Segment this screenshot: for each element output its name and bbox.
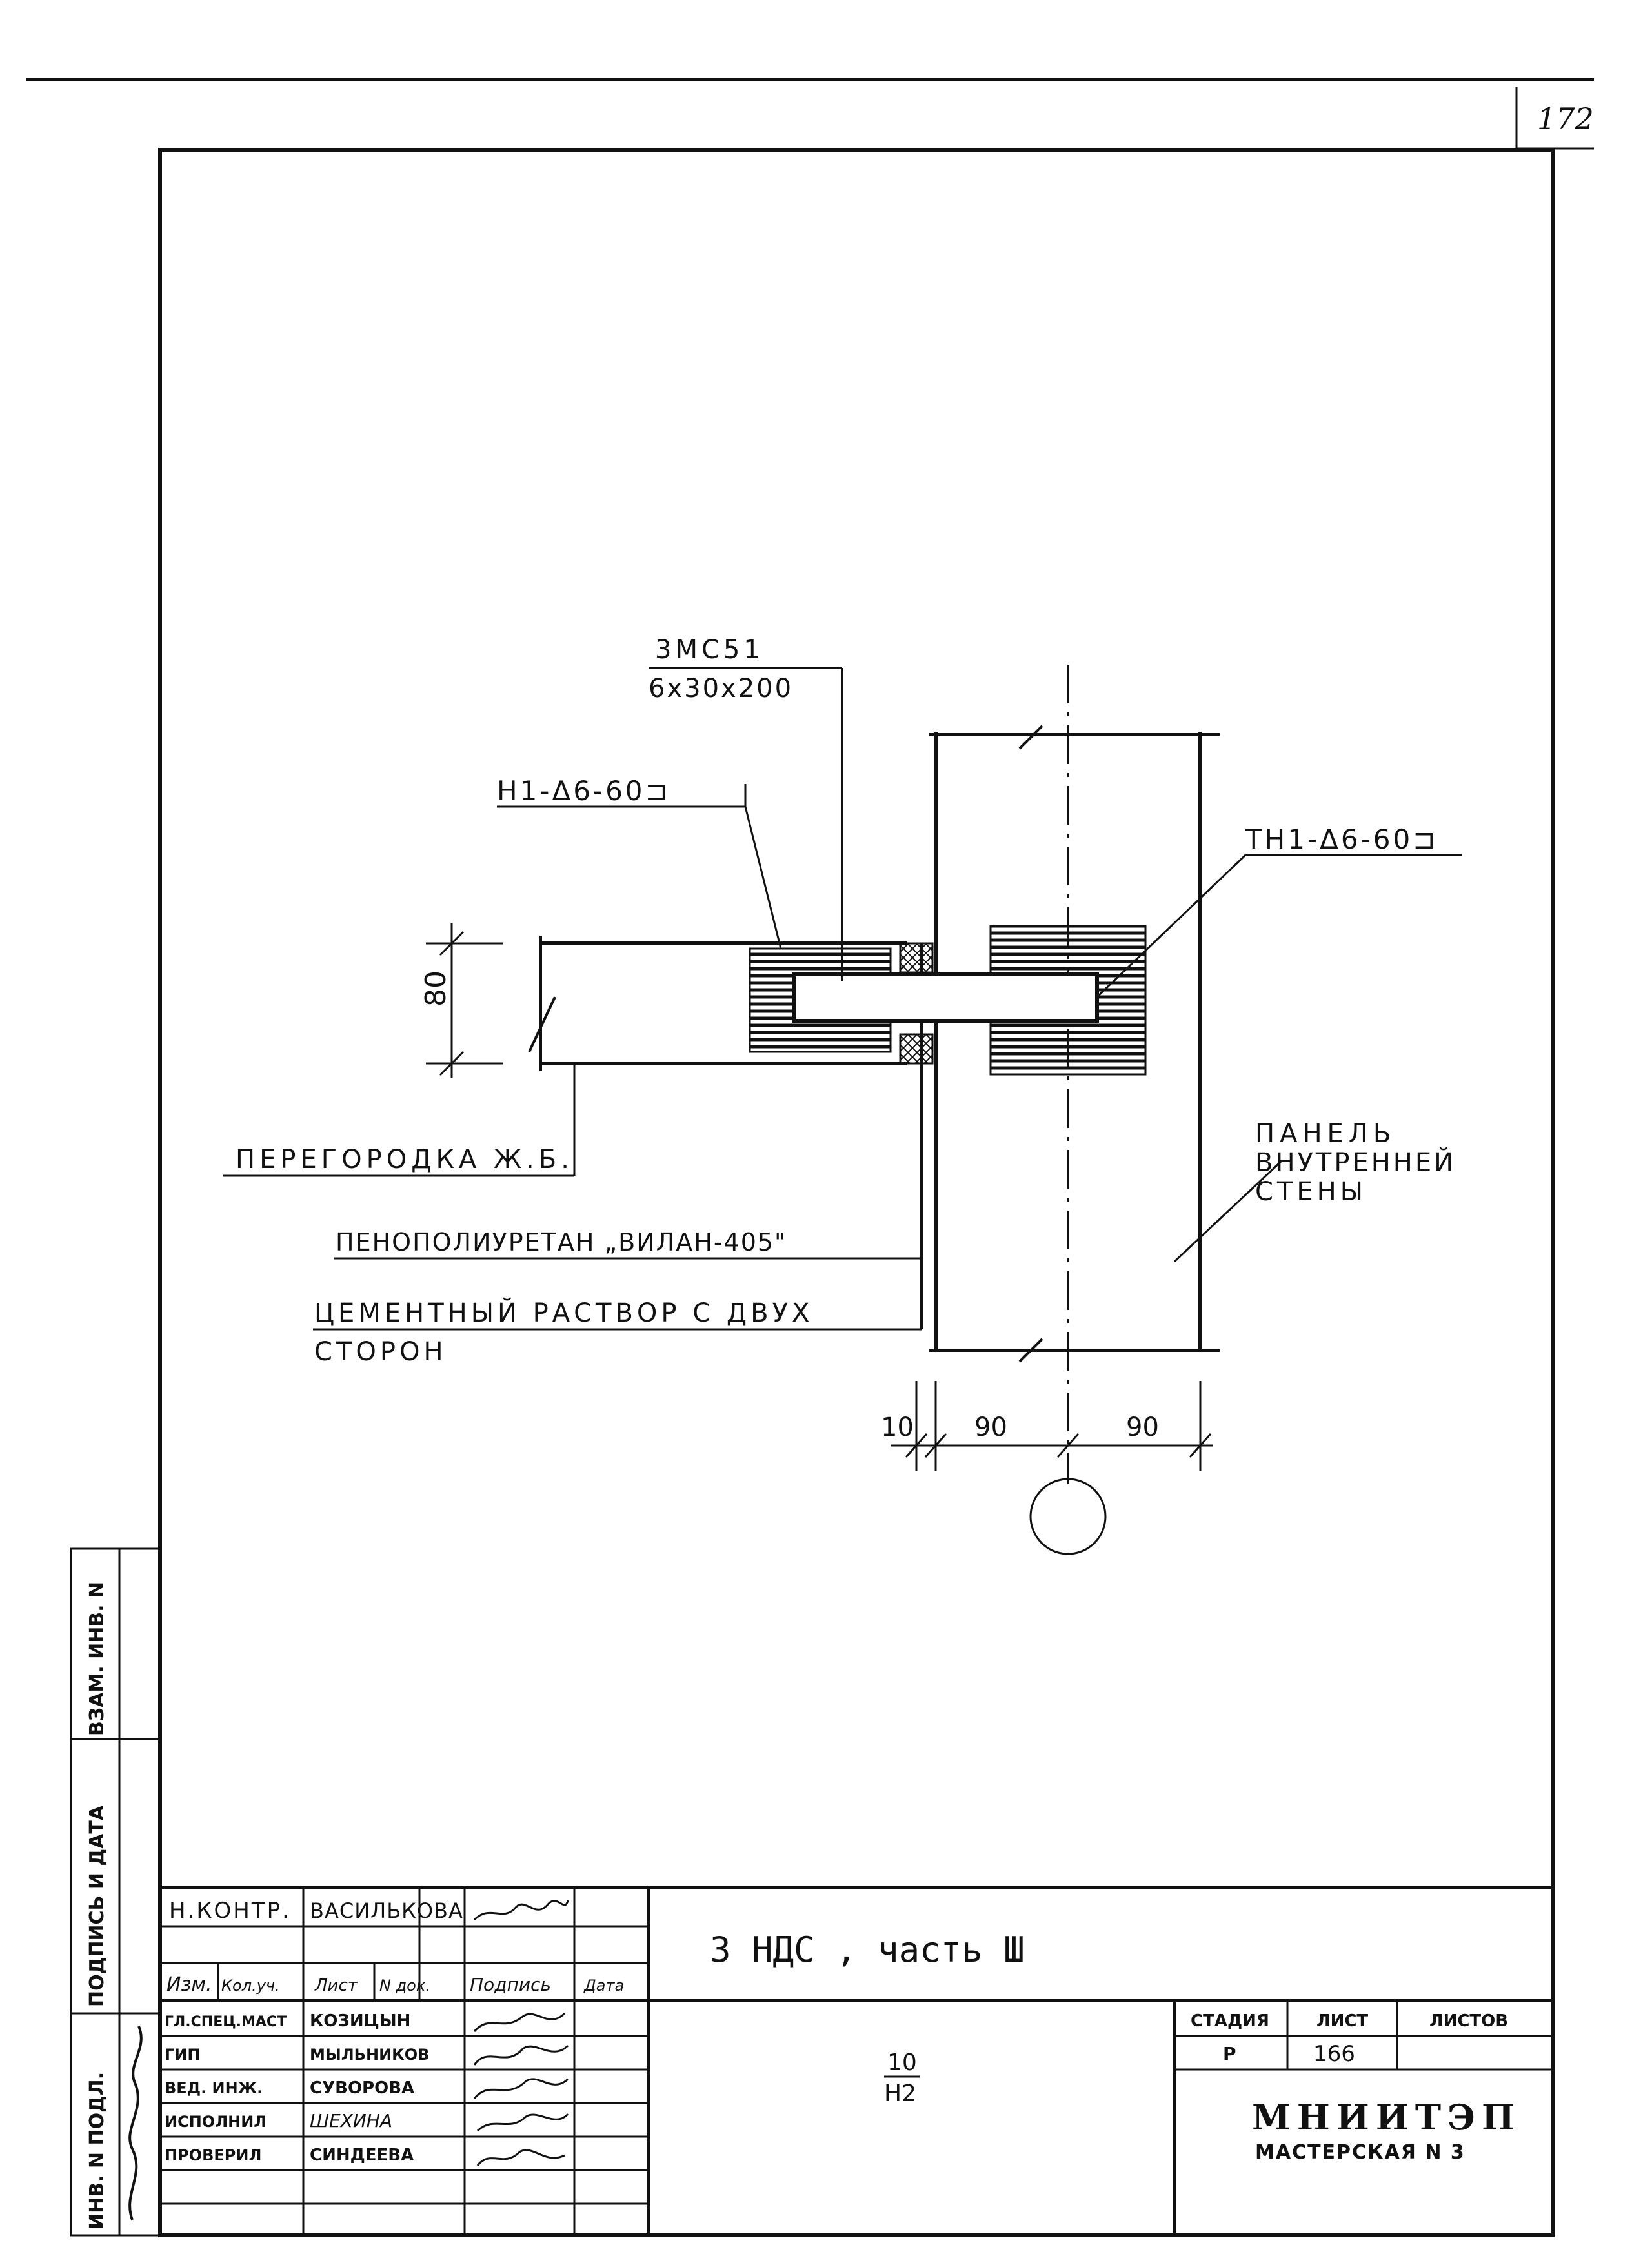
dim-80-tick-bottom — [439, 1051, 465, 1076]
partition-label: ПЕРЕГОРОДКА Ж.Б. — [236, 1145, 574, 1174]
mortar-label-line2: СТОРОН — [314, 1337, 447, 1367]
header-podpis: Подпись — [470, 1974, 551, 1995]
bar-size: 6x30x200 — [649, 674, 793, 703]
name-kozicyn: КОЗИЦЫН — [310, 2011, 410, 2031]
title-block-grid — [160, 1886, 1553, 2235]
signature-row-2 — [473, 2044, 569, 2066]
foam-label: ПЕНОПОЛИУРЕТАН „ВИЛАН-405" — [336, 1228, 787, 1256]
signature-row-3 — [473, 2078, 569, 2099]
dim-90-right-label: 90 — [1126, 1413, 1159, 1442]
mortar-label-line1: ЦЕМЕНТНЫЙ РАСТВОР С ДВУХ — [314, 1297, 813, 1328]
header-data: Дата — [583, 1977, 624, 1995]
role-gip: ГИП — [165, 2046, 200, 2064]
header-izm: Изм. — [166, 1973, 212, 1996]
side-stamp-inv-vzam: ВЗАМ. ИНВ. N — [86, 1582, 108, 1736]
signature-row-4 — [476, 2113, 569, 2132]
header-list: Лист — [314, 1976, 358, 1995]
org-name: МНИИТЭП — [1252, 2097, 1521, 2138]
side-stamp — [70, 1547, 161, 2237]
header-kol-uch: Кол.уч. — [221, 1977, 280, 1995]
stage-header: СТАДИЯ — [1191, 2011, 1269, 2031]
foam-seal-top — [899, 942, 934, 974]
fraction-top: 10 — [887, 2049, 917, 2076]
sheet-header: ЛИСТ — [1316, 2011, 1368, 2031]
page-number: 172 — [1537, 101, 1594, 136]
project-title: 3 НДС , часть Ш — [710, 1929, 1025, 1970]
panel-label-line3: СТЕНЫ — [1255, 1177, 1367, 1207]
sheets-header: ЛИСТОВ — [1429, 2011, 1508, 2031]
nkontr-name: ВАСИЛЬКОВА — [310, 1898, 463, 1923]
role-ved-inzh: ВЕД. ИНЖ. — [165, 2079, 263, 2097]
break-mark-bottom — [1018, 1338, 1043, 1363]
dim-10-label: 10 — [881, 1413, 914, 1442]
bar-mark: 3МС51 — [655, 635, 764, 665]
signature-nkontr — [473, 1900, 569, 1921]
dim-tick-4 — [1189, 1433, 1212, 1458]
dim-tick-2 — [924, 1433, 947, 1458]
connecting-bar — [792, 972, 1099, 1023]
panel-label-line1: ПАНЕЛЬ — [1255, 1119, 1396, 1149]
break-mark-top — [1018, 725, 1043, 750]
panel-label-line2: ВНУТРЕННЕЙ — [1255, 1147, 1456, 1178]
anchor-right-label: ТН1-Δ6-60⊐ — [1245, 823, 1438, 855]
leader-anchor-left — [744, 806, 782, 949]
signature-row-1 — [473, 2012, 566, 2033]
header-n-dok: N док. — [379, 1977, 430, 1995]
dim-tick-1 — [905, 1433, 928, 1458]
leader-anchor-right — [1096, 854, 1247, 998]
side-stamp-sign-date: ПОДПИСЬ И ДАТА — [86, 1805, 108, 2007]
bar-gap-fill — [900, 974, 932, 1021]
sheet-frame — [158, 148, 1555, 2237]
nkontr-role: Н.КОНТР. — [169, 1898, 291, 1924]
dim-80-label: 80 — [419, 971, 452, 1007]
leader-panel — [1173, 1160, 1282, 1263]
name-mylnikov: МЫЛЬНИКОВ — [310, 2046, 429, 2064]
name-shehina: ШЕХИНА — [310, 2110, 392, 2131]
signature-row-5 — [476, 2149, 565, 2166]
dim-90-left-label: 90 — [974, 1413, 1007, 1442]
name-suvorova: СУВОРОВА — [310, 2079, 414, 2098]
axis-marker-circle — [1029, 1478, 1107, 1555]
foam-seal-bottom — [899, 1033, 934, 1065]
sheet-value: 166 — [1313, 2041, 1355, 2067]
joint-detail — [223, 665, 1462, 1555]
org-subtitle: МАСТЕРСКАЯ N 3 — [1255, 2141, 1466, 2164]
side-stamp-inv-podl: ИНВ. N ПОДЛ. — [86, 2072, 108, 2230]
fraction-bottom: Н2 — [884, 2080, 916, 2107]
name-sindeeva: СИНДЕЕВА — [310, 2146, 414, 2165]
dim-80-tick-top — [439, 931, 465, 956]
role-gl-spec-mast: ГЛ.СПЕЦ.МАСТ — [165, 2014, 287, 2030]
partition-break-mark — [528, 996, 556, 1052]
role-ispolnil: ИСПОЛНИЛ — [165, 2113, 267, 2131]
anchor-left-label: Н1-Δ6-60⊐ — [497, 775, 670, 807]
role-proveril: ПРОВЕРИЛ — [165, 2146, 261, 2164]
dim-tick-3 — [1056, 1433, 1080, 1458]
stage-value: Р — [1223, 2043, 1236, 2064]
side-stamp-handwritten-number — [128, 2026, 143, 2220]
